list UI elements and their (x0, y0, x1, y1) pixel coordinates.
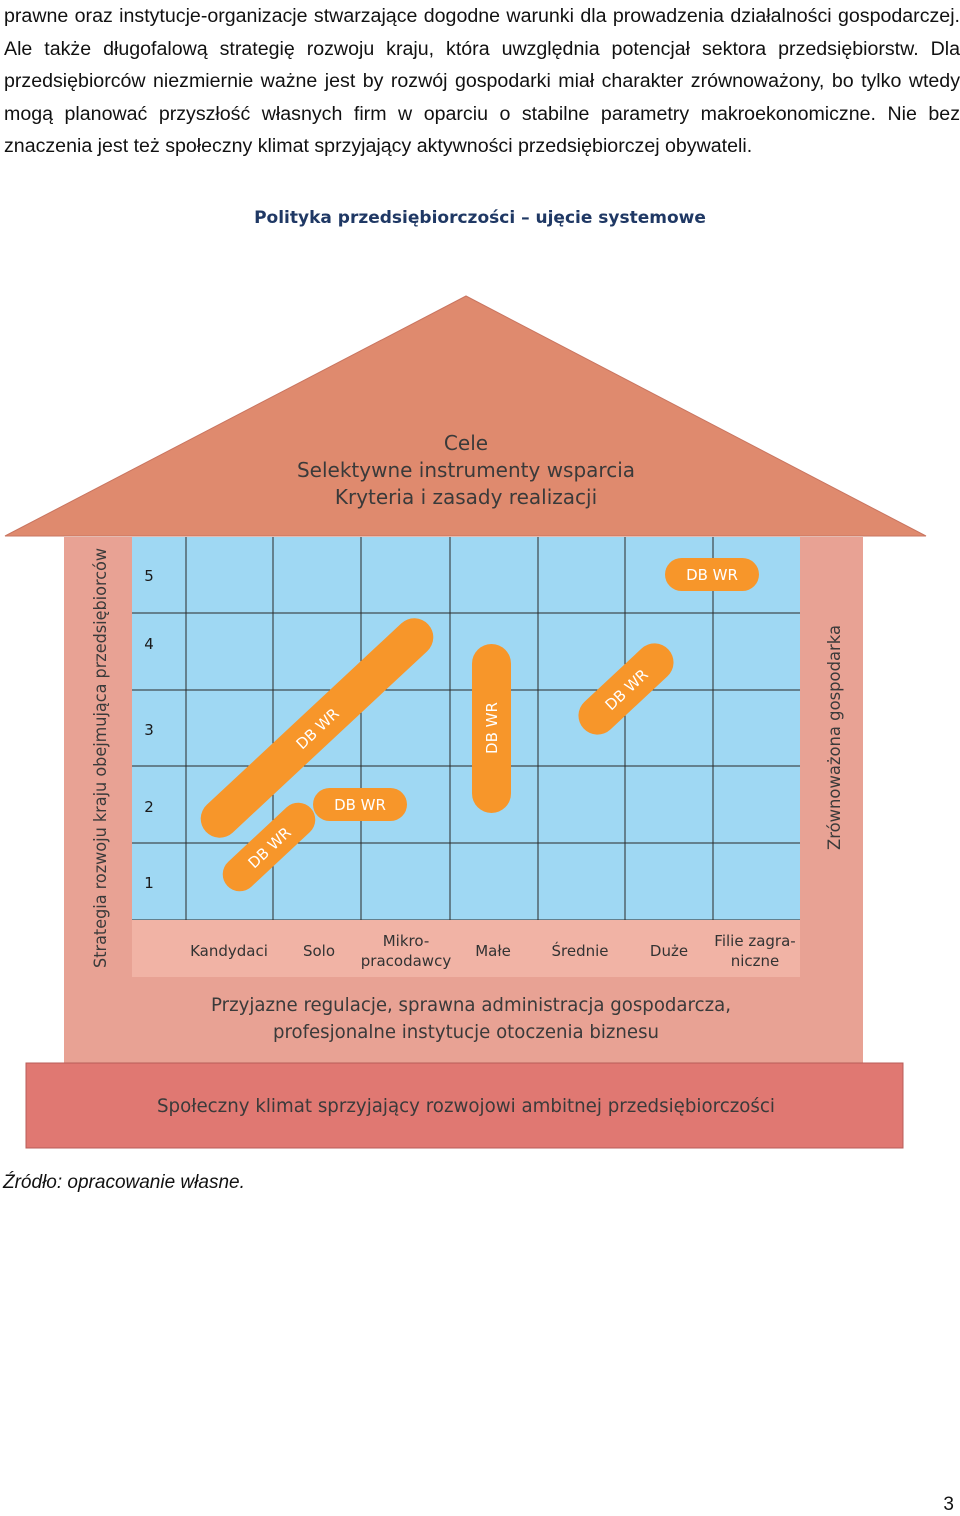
badge-label: DB WR (483, 702, 501, 754)
column-label-solo: Solo (303, 942, 335, 960)
source-note: Źródło: opracowanie własne. (3, 1172, 245, 1193)
column-label-foreign-1: Filie zagra- (714, 932, 795, 950)
column-label-strip (132, 920, 800, 977)
column-label-candidates: Kandydaci (190, 942, 268, 960)
body-paragraph: prawne oraz instytucje-organizacje stwar… (4, 5, 960, 158)
right-pillar (800, 537, 863, 977)
column-label-foreign-2: niczne (731, 952, 780, 970)
badge-label: DB WR (686, 566, 738, 584)
roof-line-instruments: Selektywne instrumenty wsparcia (297, 458, 635, 482)
base-label: Społeczny klimat sprzyjający rozwojowi a… (157, 1095, 775, 1117)
badge-label: DB WR (334, 796, 386, 814)
roof-line-goals: Cele (444, 431, 488, 455)
base-band (25, 1062, 904, 1149)
figure-title: Polityka przedsiębiorczości – ujęcie sys… (254, 208, 706, 228)
column-label-medium: Średnie (551, 941, 608, 960)
foundation-band (64, 977, 863, 1063)
column-label-micro-2: pracodawcy (361, 952, 452, 970)
badge-horizontal-row5: DB WR (665, 558, 759, 591)
row-label-1: 1 (144, 874, 154, 892)
roof-line-criteria: Kryteria i zasady realizacji (335, 485, 597, 509)
row-label-4: 4 (144, 635, 154, 653)
row-label-2: 2 (144, 798, 154, 816)
foundation-line-1: Przyjazne regulacje, sprawna administrac… (211, 994, 731, 1016)
left-pillar (64, 537, 132, 977)
house-diagram: Cele Selektywne instrumenty wsparcia Kry… (4, 295, 927, 1149)
row-label-5: 5 (144, 567, 154, 585)
roof (4, 295, 927, 537)
left-pillar-label: Strategia rozwoju kraju obejmująca przed… (91, 548, 111, 968)
right-pillar-label: Zrównoważona gospodarka (825, 625, 845, 850)
column-label-large: Duże (650, 942, 688, 960)
column-label-micro-1: Mikro- (383, 932, 430, 950)
badge-horizontal-row2: DB WR (313, 788, 407, 821)
foundation-line-2: profesjonalne instytucje otoczenia bizne… (273, 1021, 659, 1043)
row-label-3: 3 (144, 721, 154, 739)
column-label-small: Małe (475, 942, 511, 960)
page-number: 3 (943, 1494, 954, 1515)
badge-vertical: DB WR (472, 644, 511, 813)
